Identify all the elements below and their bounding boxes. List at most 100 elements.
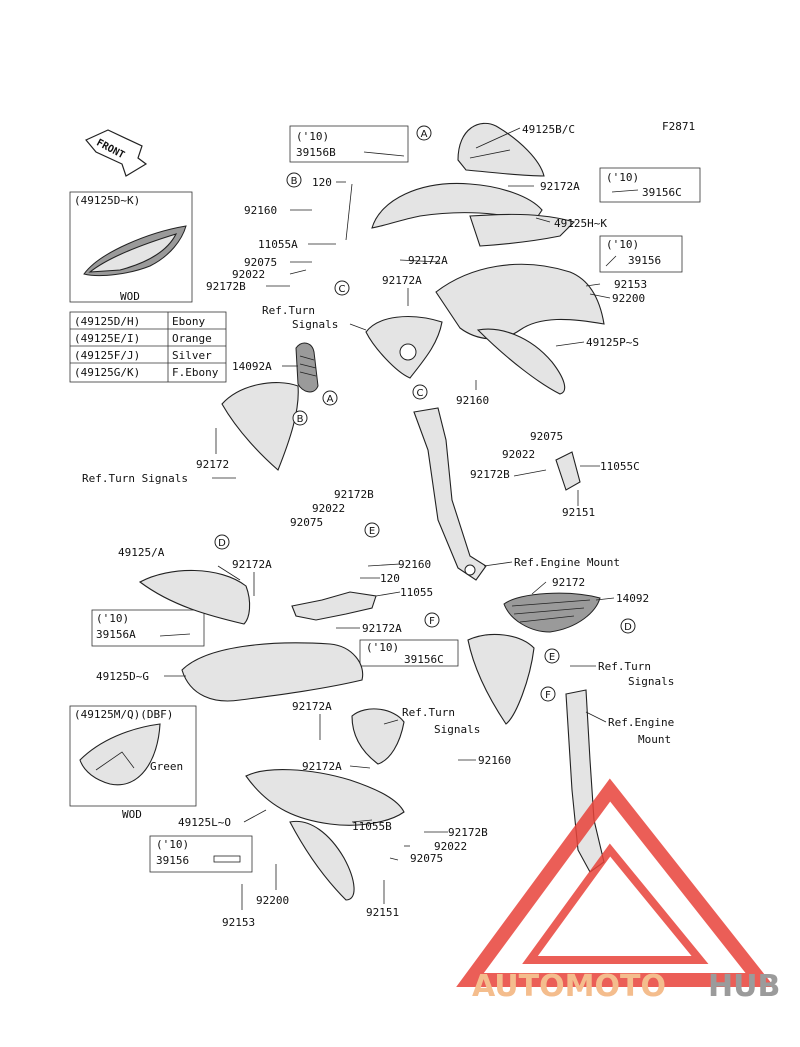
svg-text:Green: Green: [150, 760, 183, 773]
label-92172A: 92172A: [408, 254, 448, 267]
svg-text:Ebony: Ebony: [172, 315, 205, 328]
year-note-3: ('10) 39156: [599, 235, 683, 273]
label-49125BC: 49125B/C: [522, 123, 575, 136]
label-92172A: 92172A: [540, 180, 580, 193]
watermark-text-hub: HUB: [708, 969, 780, 1004]
label-92075: 92075: [290, 516, 323, 529]
label-ref-engine-mount: Ref.Engine Mount: [514, 556, 620, 569]
inner-cowl-right: [435, 263, 605, 395]
label-92172A: 92172A: [382, 274, 422, 287]
svg-text:Silver: Silver: [172, 349, 212, 362]
label-92172: 92172: [552, 576, 585, 589]
label-ref-engine-mount: Mount: [638, 733, 671, 746]
watermark-text-auto: AUTOMOTO: [472, 969, 666, 1004]
svg-text:('10): ('10): [96, 612, 129, 625]
svg-text:(49125E/I): (49125E/I): [74, 332, 140, 345]
label-ref-turn-signals: Signals: [628, 675, 674, 688]
label-11055B: 11055B: [352, 820, 392, 833]
svg-text:A: A: [327, 394, 334, 405]
svg-text:39156A: 39156A: [96, 628, 136, 641]
label-92172B: 92172B: [448, 826, 488, 839]
svg-text:E: E: [549, 652, 555, 663]
side-cowl-49125A: [138, 569, 251, 625]
svg-text:WOD: WOD: [122, 808, 142, 821]
stay-11055: [291, 591, 377, 621]
part-labels: 49125B/C 92172A 49125H~K 120 92160 11055…: [82, 123, 674, 929]
svg-text:C: C: [339, 284, 346, 295]
year-note-4: ('10) 39156A: [91, 609, 205, 647]
side-cowl-49125D: [181, 642, 364, 702]
label-49125L0: 49125L~O: [178, 816, 231, 829]
label-92160: 92160: [398, 558, 431, 571]
label-49125A: 49125/A: [118, 546, 165, 559]
label-14092: 14092: [616, 592, 649, 605]
label-ref-turn: Ref.Turn: [598, 660, 651, 673]
figure-code: F2871: [662, 120, 695, 133]
svg-text:(49125M/Q)(DBF): (49125M/Q)(DBF): [74, 708, 173, 721]
label-ref-turn-signals: Ref.Turn Signals: [82, 472, 188, 485]
label-92160: 92160: [456, 394, 489, 407]
label-92200: 92200: [256, 894, 289, 907]
lower-cowl-49125L: [245, 769, 405, 901]
watermark-logo: AUTOMOTO HUB: [456, 778, 780, 1004]
variant-top-footer: WOD: [120, 290, 140, 303]
svg-text:D: D: [218, 538, 226, 549]
label-11055A: 11055A: [258, 238, 298, 251]
label-92075: 92075: [410, 852, 443, 865]
label-92172B: 92172B: [334, 488, 374, 501]
label-92172A: 92172A: [292, 700, 332, 713]
label-ref-turn-signals: Signals: [434, 723, 480, 736]
label-ref-engine: Ref.Engine: [608, 716, 674, 729]
inner-panel-right: [467, 633, 535, 725]
svg-text:E: E: [369, 526, 375, 537]
front-support-bracket-upper: [413, 407, 487, 581]
label-92075: 92075: [244, 256, 277, 269]
svg-text:F.Ebony: F.Ebony: [172, 366, 219, 379]
label-92172B: 92172B: [470, 468, 510, 481]
year-note-2: ('10) 39156C: [599, 167, 701, 203]
label-92153: 92153: [614, 278, 647, 291]
label-ref-turn-signals: Signals: [292, 318, 338, 331]
svg-text:A: A: [421, 129, 428, 140]
svg-text:Orange: Orange: [172, 332, 212, 345]
label-92022: 92022: [232, 268, 265, 281]
svg-text:('10): ('10): [156, 838, 189, 851]
svg-text:39156: 39156: [628, 254, 661, 267]
label-92151: 92151: [366, 906, 399, 919]
label-120: 120: [312, 176, 332, 189]
label-92075: 92075: [530, 430, 563, 443]
label-92153: 92153: [222, 916, 255, 929]
label-14092A: 14092A: [232, 360, 272, 373]
svg-text:39156B: 39156B: [296, 146, 336, 159]
mesh-grille-14092: [503, 592, 601, 633]
label-92172A: 92172A: [232, 558, 272, 571]
svg-text:F: F: [545, 690, 551, 701]
svg-text:(49125G/K): (49125G/K): [74, 366, 140, 379]
svg-text:39156C: 39156C: [404, 653, 444, 666]
year-note-5: ('10) 39156C: [359, 639, 459, 667]
svg-text:('10): ('10): [606, 171, 639, 184]
year-note-1: ('10) 39156B: [289, 125, 409, 163]
label-49125HK: 49125H~K: [554, 217, 607, 230]
svg-text:(49125D/H): (49125D/H): [74, 315, 140, 328]
front-arrow-icon: FRONT: [85, 129, 148, 177]
svg-text:('10): ('10): [366, 641, 399, 654]
label-120: 120: [380, 572, 400, 585]
label-ref-turn: Ref.Turn: [402, 706, 455, 719]
label-92172A: 92172A: [362, 622, 402, 635]
label-92022: 92022: [502, 448, 535, 461]
svg-text:D: D: [624, 622, 632, 633]
callout-circles: A B C A B C D E F D E F: [214, 125, 636, 702]
label-92160: 92160: [244, 204, 277, 217]
year-note-6: ('10) 39156: [149, 835, 253, 873]
svg-text:B: B: [291, 176, 298, 187]
label-92151: 92151: [562, 506, 595, 519]
headlight-housing: [365, 316, 443, 379]
svg-text:39156C: 39156C: [642, 186, 682, 199]
variant-top-header: (49125D~K): [74, 194, 140, 207]
left-mesh-grille: [295, 342, 319, 393]
label-11055C: 11055C: [600, 460, 640, 473]
svg-text:F: F: [429, 616, 435, 627]
label-92172: 92172: [196, 458, 229, 471]
